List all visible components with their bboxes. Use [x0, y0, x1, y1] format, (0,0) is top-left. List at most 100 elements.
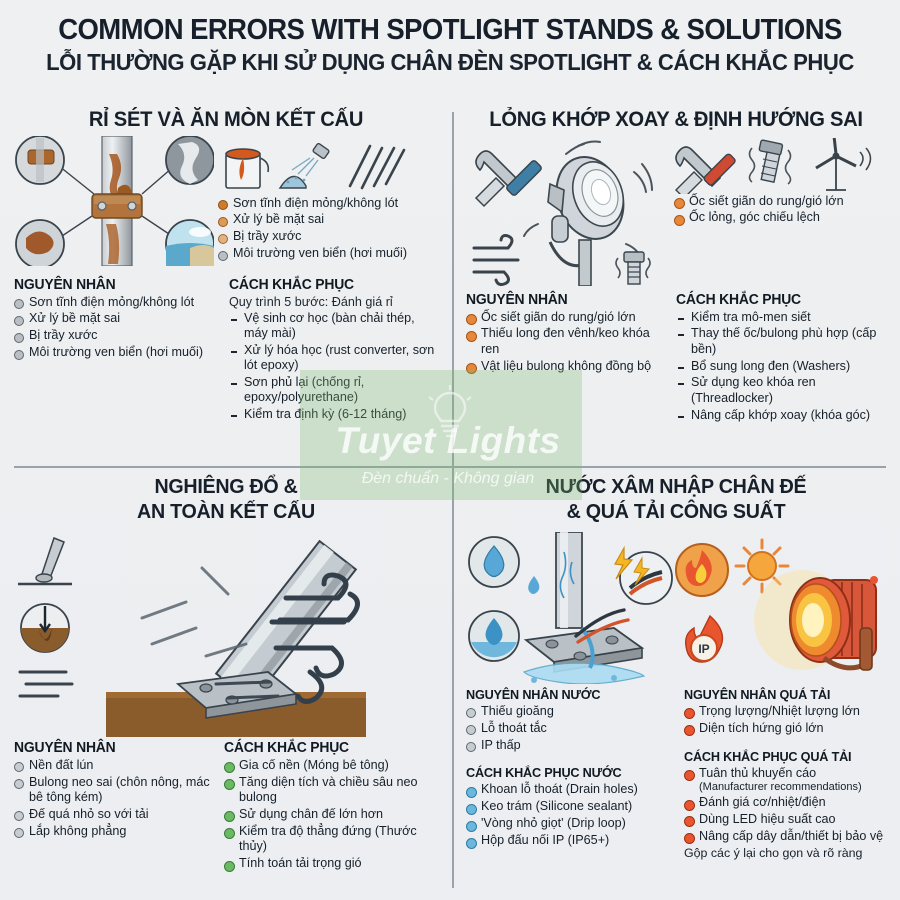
loose-bolt-icon [615, 250, 651, 285]
horizontal-divider [14, 466, 886, 468]
list-item: 'Vòng nhỏ giọt' (Drip loop) [466, 816, 674, 833]
joint-causes-heading: NGUYÊN NHÂN [466, 291, 568, 308]
list-item: Đế quá nhỏ so với tải [14, 807, 214, 822]
joint-fix-list: Kiểm tra mô-men siết Thay thế ốc/bulong … [676, 310, 886, 424]
quadrant-tilt-title-line2: AN TOÀN KẾT CẤU [137, 499, 315, 523]
list-item: Dùng LED hiệu suất cao [684, 812, 886, 828]
electric-spark-icon [619, 551, 673, 605]
list-item: Nâng cấp dây dẫn/thiết bị bảo vệ [684, 829, 886, 845]
overload-column: NGUYÊN NHÂN QUÁ TẢI Trọng lượng/Nhiệt lư… [684, 687, 886, 861]
quadrant-joint-title: LỎNG KHỚP XOAY & ĐỊNH HƯỚNG SAI [489, 108, 863, 131]
rust-icon-row [225, 142, 406, 189]
electric-spark-icon [614, 545, 634, 580]
rust-causes-heading: NGUYÊN NHÂN [14, 276, 116, 293]
header: COMMON ERRORS WITH SPOTLIGHT STANDS & SO… [0, 0, 900, 81]
list-item: Sơn phủ lại (chống rỉ, epoxy/polyurethan… [229, 375, 438, 406]
rust-fix-lead: Quy trình 5 bước: Đánh giá rỉ [229, 294, 393, 309]
vertical-divider [452, 112, 454, 888]
tilt-causes-list: Nền đất lún Bulong neo sai (chôn nông, m… [14, 758, 214, 839]
water-artwork: IP [466, 528, 886, 684]
list-item: Trọng lượng/Nhiệt lượng lớn [684, 704, 886, 720]
quadrant-rust: RỈ SÉT VÀ ĂN MÒN KẾT CẤU [0, 104, 452, 466]
overheated-spotlight-illustration: IP [675, 538, 878, 671]
list-item: Xử lý bề mặt sai [14, 311, 219, 327]
water-fix-heading: CÁCH KHẮC PHỤC NƯỚC [466, 765, 622, 781]
list-item: Diện tích hứng gió lớn [684, 721, 886, 737]
svg-text:IP: IP [698, 642, 709, 656]
spotlight-head-illustration [472, 140, 653, 286]
flooded-base-illustration [468, 531, 673, 684]
list-item: Kiểm tra mô-men siết [676, 310, 886, 325]
quadrant-rust-title: RỈ SÉT VÀ ĂN MÒN KẾT CẤU [88, 108, 364, 131]
sun-heat-icon [734, 538, 790, 594]
joint-causes-list: Ốc siết giãn do rung/gió lớn Thiếu long … [466, 310, 666, 375]
joint-art-list: Ốc siết giãn do rung/gió lớn Ốc lỏng, gó… [674, 194, 879, 228]
overload-tail-note: Gộp các ý lại cho gọn và rõ ràng [684, 845, 863, 860]
water-causes-list: Thiếu gioăng Lỗ thoát tắc IP thấp [466, 704, 674, 753]
list-item: Môi trường ven biển (hơi muối) [218, 246, 433, 261]
page-subtitle: LỖI THƯỜNG GẶP KHI SỬ DỤNG CHÂN ĐÈN SPOT… [46, 48, 854, 75]
list-item: Vật liệu bulong không đồng bộ [466, 359, 666, 375]
fire-ip-icon: IP [684, 614, 724, 663]
list-item: Kiểm tra định kỳ (6-12 tháng) [229, 407, 438, 422]
tilt-columns: NGUYÊN NHÂN Nền đất lún Bulong neo sai (… [14, 740, 438, 873]
list-item: Nâng cấp khớp xoay (khóa góc) [676, 408, 886, 423]
list-item: IP thấp [466, 738, 674, 753]
list-item: Kiểm tra độ thẳng đứng (Thước thủy) [224, 824, 438, 855]
wind-lines-icon [18, 670, 74, 698]
tilt-fix-list: Gia cố nền (Móng bê tông) Tăng diện tích… [224, 758, 438, 872]
wind-turbine-icon [815, 137, 872, 191]
list-item: Bulong neo sai (chôn nông, mác bê tông k… [14, 775, 214, 806]
fallen-post-illustration [18, 536, 366, 737]
rust-causes-list: Sơn tĩnh điện mỏng/không lót Xử lý bề mặ… [14, 295, 219, 361]
list-item: Lắp không phẳng [14, 824, 214, 839]
rust-fix-list: Vệ sinh cơ học (bàn chải thép, máy mài) … [229, 311, 438, 423]
tilt-causes-block: NGUYÊN NHÂN Nền đất lún Bulong neo sai (… [14, 740, 214, 873]
tilted-post-icon [18, 536, 72, 586]
overload-fix-list: Tuân thủ khuyến cáo (Manufacturer recomm… [684, 766, 886, 845]
ground-sinking-icon [20, 603, 70, 653]
joint-art-bullets: Ốc siết giãn do rung/gió lớn Ốc lỏng, gó… [674, 194, 879, 227]
list-item: Sơn tĩnh điện mỏng/không lót [218, 196, 433, 211]
quadrant-water-title-line2: & QUÁ TẢI CÔNG SUẤT [566, 499, 786, 523]
joint-artwork: Ốc siết giãn do rung/gió lớn Ốc lỏng, gó… [466, 136, 886, 286]
water-fix-list: Khoan lỗ thoát (Drain holes) Keo trám (S… [466, 782, 674, 849]
list-item: Ốc siết giãn do rung/gió lớn [674, 194, 879, 210]
wrench-screwdriver-icon [474, 149, 542, 207]
wind-gust-icon [472, 233, 520, 286]
tilt-fix-heading: CÁCH KHẮC PHỤC [224, 739, 349, 756]
water-columns: NGUYÊN NHÂN NƯỚC Thiếu gioăng Lỗ thoát t… [466, 687, 886, 861]
list-item-sub: (Manufacturer recommendations) [699, 780, 862, 793]
list-item: Tính toán tải trọng gió [224, 856, 438, 872]
spray-blast-icon [278, 142, 330, 189]
list-item: Thiếu long đen vênh/keo khóa ren [466, 326, 666, 357]
quadrant-joint: LỎNG KHỚP XOAY & ĐỊNH HƯỚNG SAI [452, 104, 900, 466]
overload-causes-heading: NGUYÊN NHÂN QUÁ TẢI [684, 686, 831, 702]
quadrant-grid: RỈ SÉT VÀ ĂN MÒN KẾT CẤU [0, 104, 900, 900]
overload-causes-list: Trọng lượng/Nhiệt lượng lớn Diện tích hứ… [684, 704, 886, 737]
tilt-fix-block: CÁCH KHẮC PHỤC Gia cố nền (Móng bê tông)… [224, 740, 438, 873]
list-item-main: Tuân thủ khuyến cáo [699, 765, 817, 780]
water-column: NGUYÊN NHÂN NƯỚC Thiếu gioăng Lỗ thoát t… [466, 687, 674, 861]
list-item: Bị trầy xước [14, 328, 219, 344]
list-item: Sử dụng chân đế lớn hơn [224, 807, 438, 823]
joint-icon-row [675, 137, 872, 194]
page-title: COMMON ERRORS WITH SPOTLIGHT STANDS & SO… [58, 14, 842, 46]
water-drop-icon [468, 536, 520, 588]
list-item: Bị trầy xước [218, 229, 433, 245]
paint-bucket-icon [225, 147, 270, 189]
quadrant-tilt-title-line1: NGHIÊNG ĐỔ & [154, 475, 298, 498]
list-item: Tăng diện tích và chiều sâu neo bulong [224, 775, 438, 806]
joint-columns: NGUYÊN NHÂN Ốc siết giãn do rung/gió lớn… [466, 292, 886, 425]
joint-causes-block: NGUYÊN NHÂN Ốc siết giãn do rung/gió lớn… [466, 292, 666, 425]
rust-fix-heading: CÁCH KHẮC PHỤC [229, 276, 354, 293]
list-item: Thiếu gioăng [466, 704, 674, 719]
water-drop-icon [528, 575, 540, 594]
tilt-artwork [14, 528, 438, 738]
list-item: Sơn tĩnh điện mỏng/không lót [14, 295, 219, 310]
list-item: Ốc lỏng, góc chiếu lệch [674, 210, 879, 227]
list-item: Đánh giá cơ/nhiệt/điện [684, 795, 886, 811]
rust-columns: NGUYÊN NHÂN Sơn tĩnh điện mỏng/không lót… [14, 277, 438, 425]
scratch-marks-icon [348, 144, 406, 189]
